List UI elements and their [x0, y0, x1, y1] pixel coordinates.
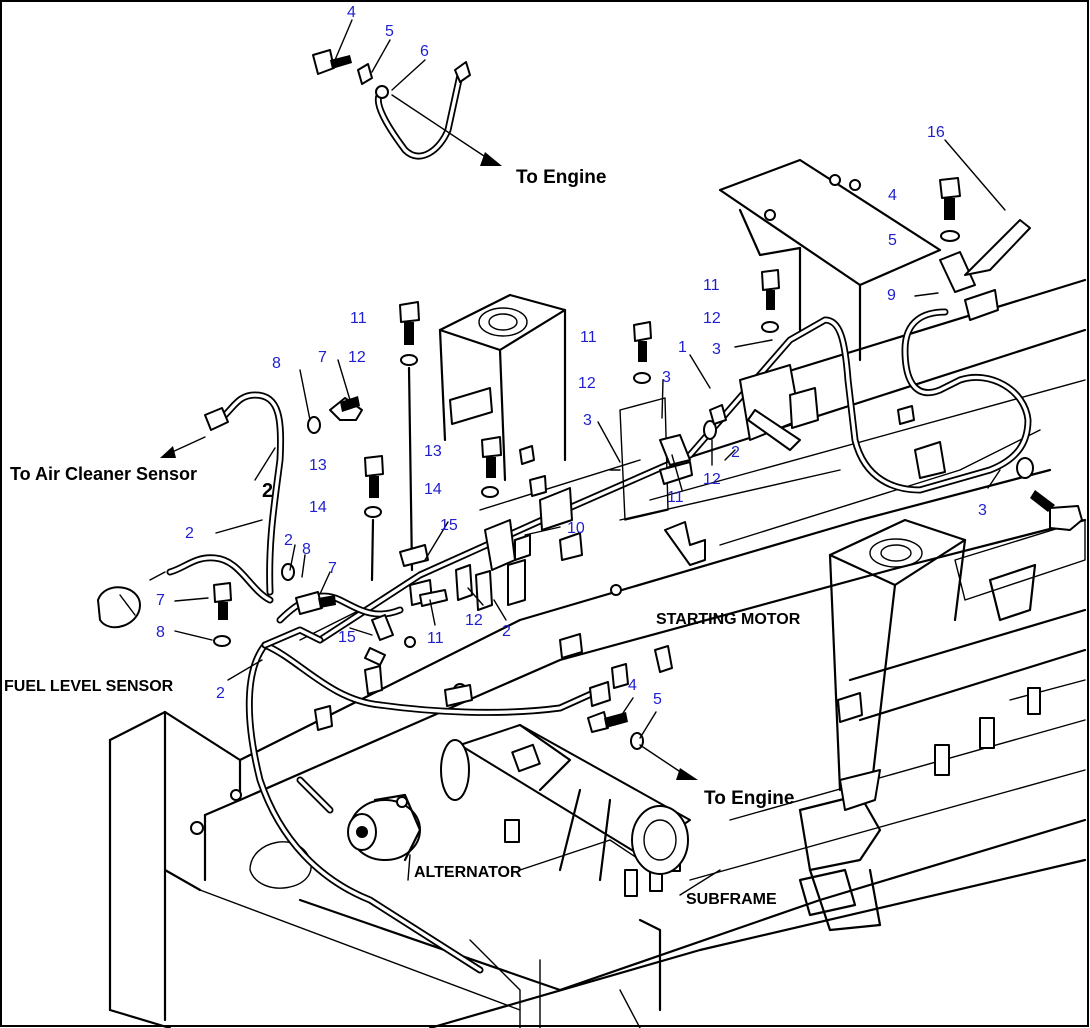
- main-frame: [108, 468, 1087, 1028]
- callout-11: 11: [580, 329, 597, 346]
- callout-4: 4: [628, 677, 637, 694]
- cable-6: [374, 61, 471, 160]
- callout-8: 8: [302, 541, 311, 558]
- callout-3: 3: [712, 341, 721, 358]
- callout-7: 7: [156, 592, 165, 609]
- fuel-level-sensor: [97, 571, 166, 629]
- callout-13: 13: [309, 457, 327, 474]
- callout-8: 8: [272, 355, 281, 372]
- callout-11: 11: [427, 630, 444, 647]
- callout-14: 14: [309, 499, 327, 516]
- callout-16: 16: [927, 124, 945, 141]
- callout-5: 5: [653, 691, 662, 708]
- callout-1: 1: [678, 339, 687, 356]
- leader-lines: [160, 19, 1006, 896]
- label-to-engine-bottom: To Engine: [704, 788, 794, 809]
- label-fuel-level-sensor: FUEL LEVEL SENSOR: [4, 678, 174, 695]
- label-starting-motor: STARTING MOTOR: [656, 611, 801, 628]
- callout-4: 4: [347, 4, 356, 21]
- callout-5: 5: [888, 232, 897, 249]
- callout-2: 2: [502, 623, 511, 640]
- label-2-black: 2: [262, 480, 273, 502]
- post-right: [828, 518, 967, 811]
- callout-12: 12: [348, 349, 366, 366]
- callout-12: 12: [703, 310, 721, 327]
- callout-15: 15: [440, 517, 458, 534]
- callout-3: 3: [662, 369, 671, 386]
- upper-structure: [479, 158, 1087, 546]
- callout-2: 2: [731, 444, 740, 461]
- main-harness: [166, 308, 1032, 974]
- callout-5: 5: [385, 23, 394, 40]
- callout-11: 11: [350, 310, 367, 327]
- callout-2: 2: [284, 532, 293, 549]
- callout-12: 12: [578, 375, 596, 392]
- air-cleaner-connector: [204, 407, 229, 431]
- callout-7: 7: [328, 560, 337, 577]
- callout-14: 14: [424, 481, 442, 498]
- callout-3: 3: [978, 502, 987, 519]
- callout-7: 7: [318, 349, 327, 366]
- label-to-air-cleaner-sensor: To Air Cleaner Sensor: [10, 464, 197, 484]
- callout-10: 10: [567, 520, 585, 537]
- callout-2: 2: [216, 685, 225, 702]
- callout-9: 9: [887, 287, 896, 304]
- label-alternator: ALTERNATOR: [414, 864, 522, 881]
- labels: To Engine To Engine To Air Cleaner Senso…: [4, 167, 801, 908]
- alternator: [347, 793, 422, 862]
- callout-3: 3: [583, 412, 592, 429]
- callout-8: 8: [156, 624, 165, 641]
- callout-2: 2: [185, 525, 194, 542]
- callout-12: 12: [465, 612, 483, 629]
- callout-4: 4: [888, 187, 897, 204]
- callout-11: 11: [667, 489, 684, 506]
- callout-11: 11: [703, 277, 720, 294]
- label-subframe: SUBFRAME: [686, 891, 777, 908]
- callout-15: 15: [338, 629, 356, 646]
- callouts: 4 5 6 16 4 5 9 11 12 3 1 11 12 3 3 2 12 …: [156, 4, 987, 708]
- callout-13: 13: [424, 443, 442, 460]
- starting-motor: [440, 723, 691, 882]
- post-center: [438, 293, 567, 482]
- label-to-engine-top: To Engine: [516, 167, 606, 188]
- callout-12: 12: [703, 471, 721, 488]
- fasteners: [213, 49, 1083, 750]
- callout-6: 6: [420, 43, 429, 60]
